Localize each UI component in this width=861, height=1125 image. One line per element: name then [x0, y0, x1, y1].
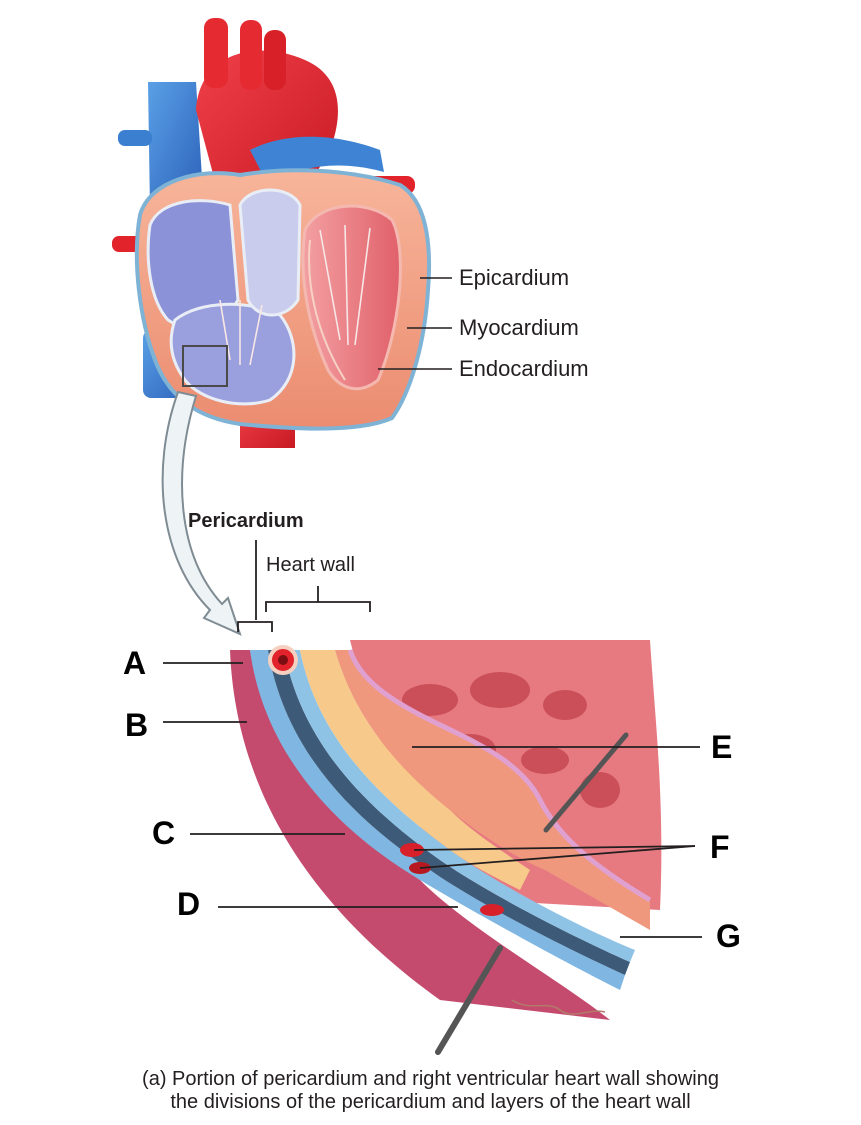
- letter-d: D: [177, 886, 201, 922]
- endocardium-line: [308, 239, 346, 381]
- aortic-branch-1: [204, 18, 228, 88]
- left-vessel-2: [118, 130, 152, 146]
- aortic-branch-2: [240, 20, 262, 90]
- letter-leader-lines: [163, 662, 702, 938]
- label-endocardium: Endocardium: [459, 356, 589, 381]
- zoom-box: [182, 345, 228, 387]
- caption-line-2: the divisions of the pericardium and lay…: [170, 1091, 691, 1113]
- probe-upper: [543, 732, 629, 833]
- left-ventricle: [301, 204, 402, 391]
- probe-lower: [435, 945, 503, 1055]
- letter-c: C: [152, 815, 176, 851]
- letter-a: A: [123, 645, 147, 681]
- label-heart-wall: Heart wall: [266, 554, 355, 576]
- letter-e: E: [711, 729, 733, 765]
- figure-caption: (a) Portion of pericardium and right ven…: [0, 1068, 861, 1114]
- coronary-vessel-f1: [400, 843, 424, 857]
- coronary-vessel-lower: [480, 904, 504, 916]
- top-leader-lines: [378, 277, 452, 370]
- label-myocardium: Myocardium: [459, 315, 579, 340]
- letter-b: B: [125, 707, 149, 743]
- label-pericardium: Pericardium: [188, 510, 304, 532]
- wall-cross-section: [230, 640, 662, 1055]
- endocardium-layer: [347, 649, 652, 903]
- fibrous-pericardium: [230, 650, 610, 1020]
- aortic-branch-3: [264, 30, 286, 90]
- caption-line-1: (a) Portion of pericardium and right ven…: [142, 1068, 719, 1090]
- label-epicardium: Epicardium: [459, 265, 570, 290]
- right-ventricle: [169, 302, 296, 406]
- letter-f: F: [710, 829, 730, 865]
- letter-g: G: [716, 918, 741, 954]
- artist-signature: [511, 999, 606, 1015]
- myocardium-layer: [335, 650, 650, 930]
- heart-illustration: [112, 18, 432, 448]
- pericardium-bracket: [237, 540, 371, 632]
- pulmonary-trunk: [238, 188, 302, 317]
- epicardial-fat: [300, 650, 530, 890]
- chordae-tendineae: [219, 224, 371, 366]
- zoom-arrow: [161, 390, 242, 636]
